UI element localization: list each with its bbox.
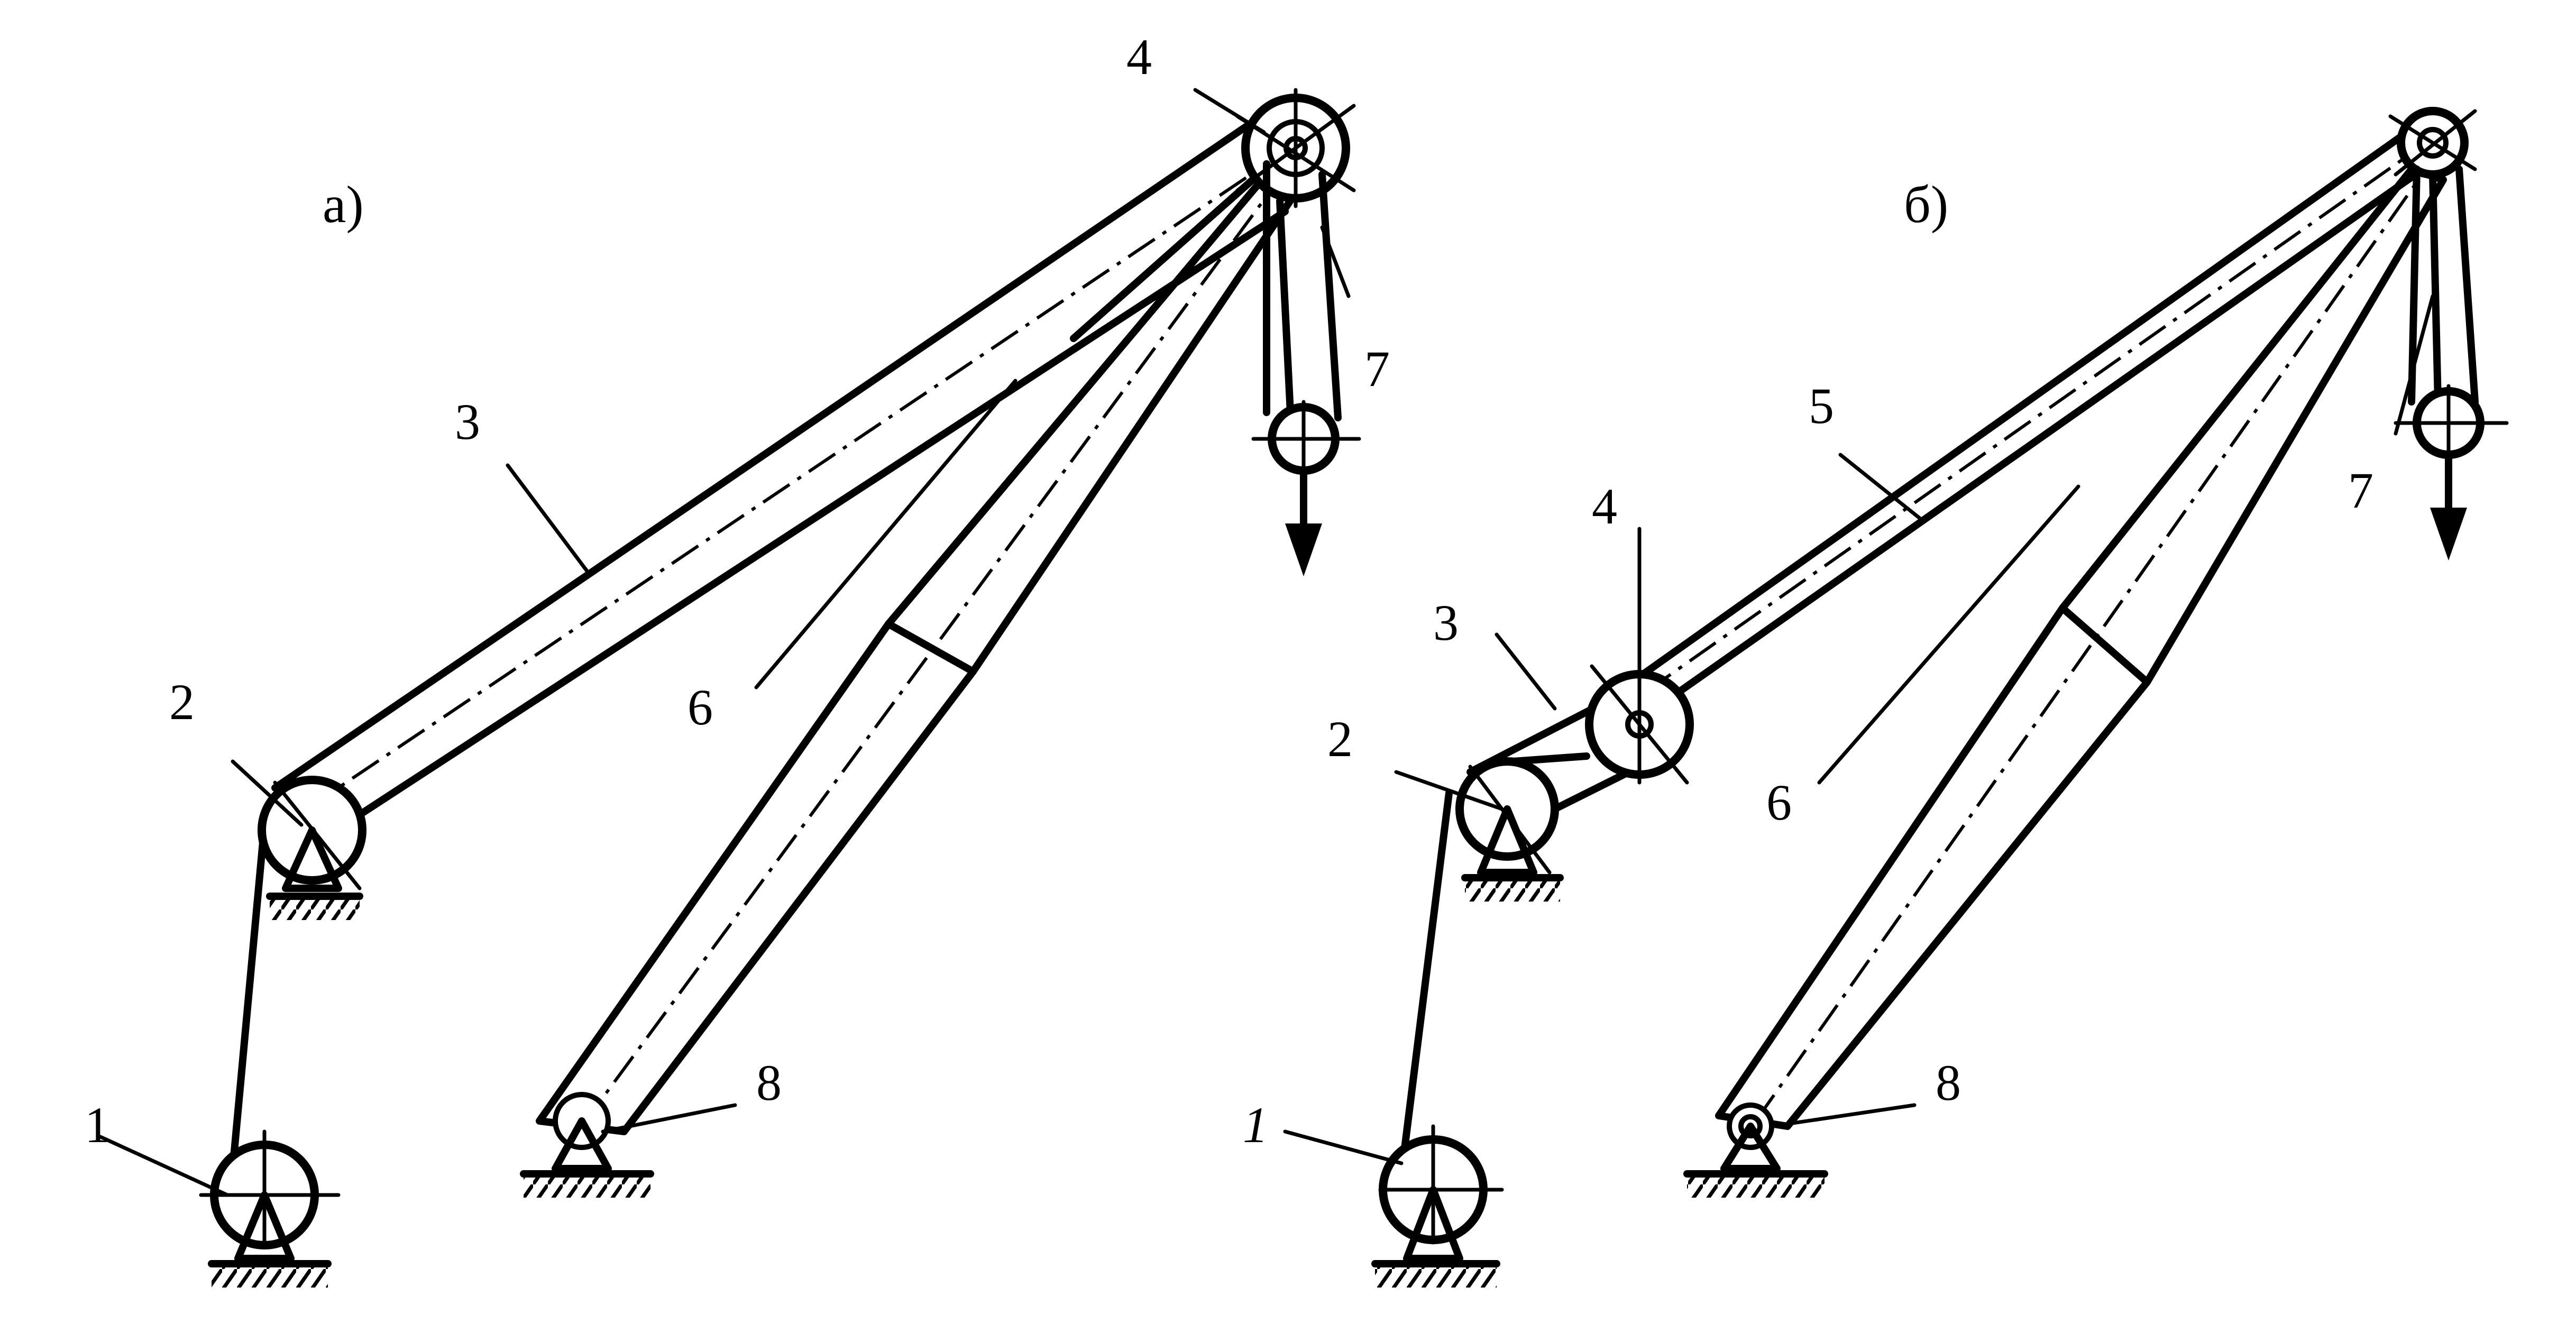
figure-a-pulley-2 <box>258 776 366 920</box>
figure-b: б) <box>1243 107 2509 1288</box>
figure-a-boom-6 <box>536 155 1315 1135</box>
figure-a-hook-block-7 <box>1251 160 1361 576</box>
figure-a-label-1: 1 <box>85 1097 110 1153</box>
figure-a-label-3: 3 <box>455 393 480 450</box>
figure-b-boom-6 <box>1715 166 2447 1130</box>
figure-b-pulley-4 <box>1585 659 1694 785</box>
figure-a-winch-1 <box>199 1129 341 1288</box>
figure-a-title: а) <box>323 175 364 234</box>
figure-a-label-4: 4 <box>1126 29 1152 85</box>
figure-b-pulley-2 <box>1455 757 1564 902</box>
figure-b-label-7: 7 <box>2348 462 2373 519</box>
figure-b-label-1: 1 <box>1243 1097 1268 1153</box>
figure-a: а) <box>85 29 1390 1288</box>
figure-b-label-5: 5 <box>1809 378 1834 434</box>
figure-a-hinge-8 <box>520 1092 654 1198</box>
figure-b-label-3: 3 <box>1433 594 1459 651</box>
figure-a-jib-3 <box>271 118 1289 839</box>
figure-b-title: б) <box>1904 175 1948 234</box>
figure-b-head-pulley <box>2388 107 2477 179</box>
figure-b-leaders <box>1283 294 2435 1165</box>
figure-b-hinge-8 <box>1683 1102 1828 1198</box>
figure-b-label-8: 8 <box>1936 1054 1961 1111</box>
figure-a-label-7: 7 <box>1364 341 1390 397</box>
figure-a-cable <box>229 821 268 1172</box>
figure-b-label-6: 6 <box>1766 774 1792 831</box>
figure-a-leaders <box>98 88 1351 1197</box>
figure-b-hook-block-7 <box>2394 166 2509 560</box>
figure-b-cable <box>1398 789 1453 1178</box>
figure-b-label-2: 2 <box>1327 711 1353 767</box>
figure-b-strut-5 <box>1636 118 2442 712</box>
figure-b-winch-1 <box>1371 1124 1504 1288</box>
figure-a-label-8: 8 <box>756 1054 782 1111</box>
figure-b-label-4: 4 <box>1592 478 1617 535</box>
figure-a-label-2: 2 <box>169 674 195 730</box>
figure-a-label-6: 6 <box>687 679 713 736</box>
